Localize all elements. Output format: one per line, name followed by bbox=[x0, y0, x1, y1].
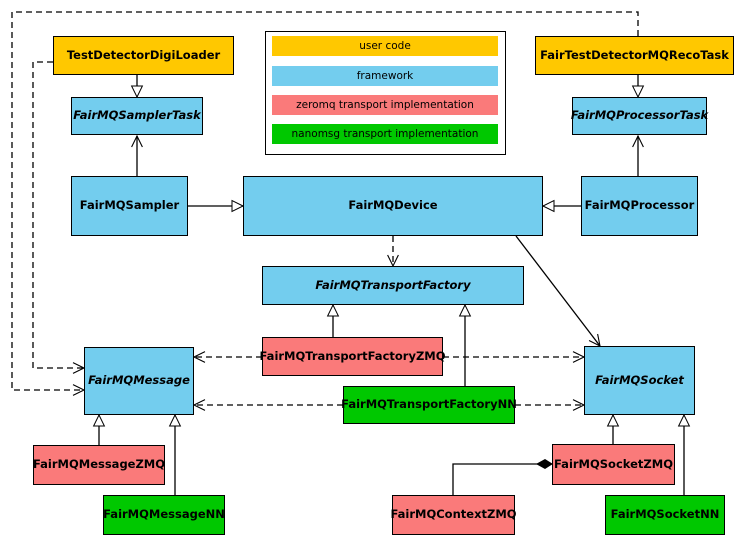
edge-digiloader-message bbox=[32, 61, 84, 368]
class-node-fairmqsampler[interactable]: FairMQSampler bbox=[71, 176, 188, 236]
class-node-fairmqprocessortask[interactable]: FairMQProcessorTask bbox=[571, 97, 708, 135]
class-node-fairmqsocketzmq[interactable]: FairMQSocketZMQ bbox=[552, 444, 675, 485]
class-node-fairmqmessagezmq[interactable]: FairMQMessageZMQ bbox=[33, 445, 165, 485]
class-node-fairmqtransportfactory[interactable]: FairMQTransportFactory bbox=[262, 266, 524, 305]
class-node-fairmqmessagenn[interactable]: FairMQMessageNN bbox=[103, 495, 225, 535]
legend-item-framework: framework bbox=[272, 66, 498, 86]
class-node-fairmqmessage[interactable]: FairMQMessage bbox=[84, 347, 194, 415]
edge-recotask-message bbox=[11, 11, 639, 390]
class-node-fairmqdevice[interactable]: FairMQDevice bbox=[243, 176, 543, 236]
class-node-fairmqcontextzmq[interactable]: FairMQContextZMQ bbox=[390, 495, 517, 535]
legend-item-user-code: user code bbox=[272, 36, 498, 56]
edge-device-socket bbox=[515, 235, 600, 346]
class-node-fairtestdetectormqrecotask[interactable]: FairTestDetectorMQRecoTask bbox=[535, 36, 734, 75]
legend-item-nanomsg: nanomsg transport implementation bbox=[272, 124, 498, 144]
class-node-fairmqtransportfactorynn[interactable]: FairMQTransportFactoryNN bbox=[341, 386, 517, 424]
class-node-fairmqprocessor[interactable]: FairMQProcessor bbox=[581, 176, 698, 236]
class-node-fairmqsocketnn[interactable]: FairMQSocketNN bbox=[605, 495, 725, 535]
edge-contextzmq-socketzmq bbox=[452, 459, 553, 495]
class-node-fairmqtransportfactoryzmq[interactable]: FairMQTransportFactoryZMQ bbox=[260, 337, 446, 376]
class-node-fairmqsocket[interactable]: FairMQSocket bbox=[584, 346, 695, 415]
class-node-testdetectordigiloader[interactable]: TestDetectorDigiLoader bbox=[53, 36, 234, 75]
class-node-fairmqsamplertask[interactable]: FairMQSamplerTask bbox=[71, 97, 203, 135]
legend-item-zeromq: zeromq transport implementation bbox=[272, 95, 498, 115]
